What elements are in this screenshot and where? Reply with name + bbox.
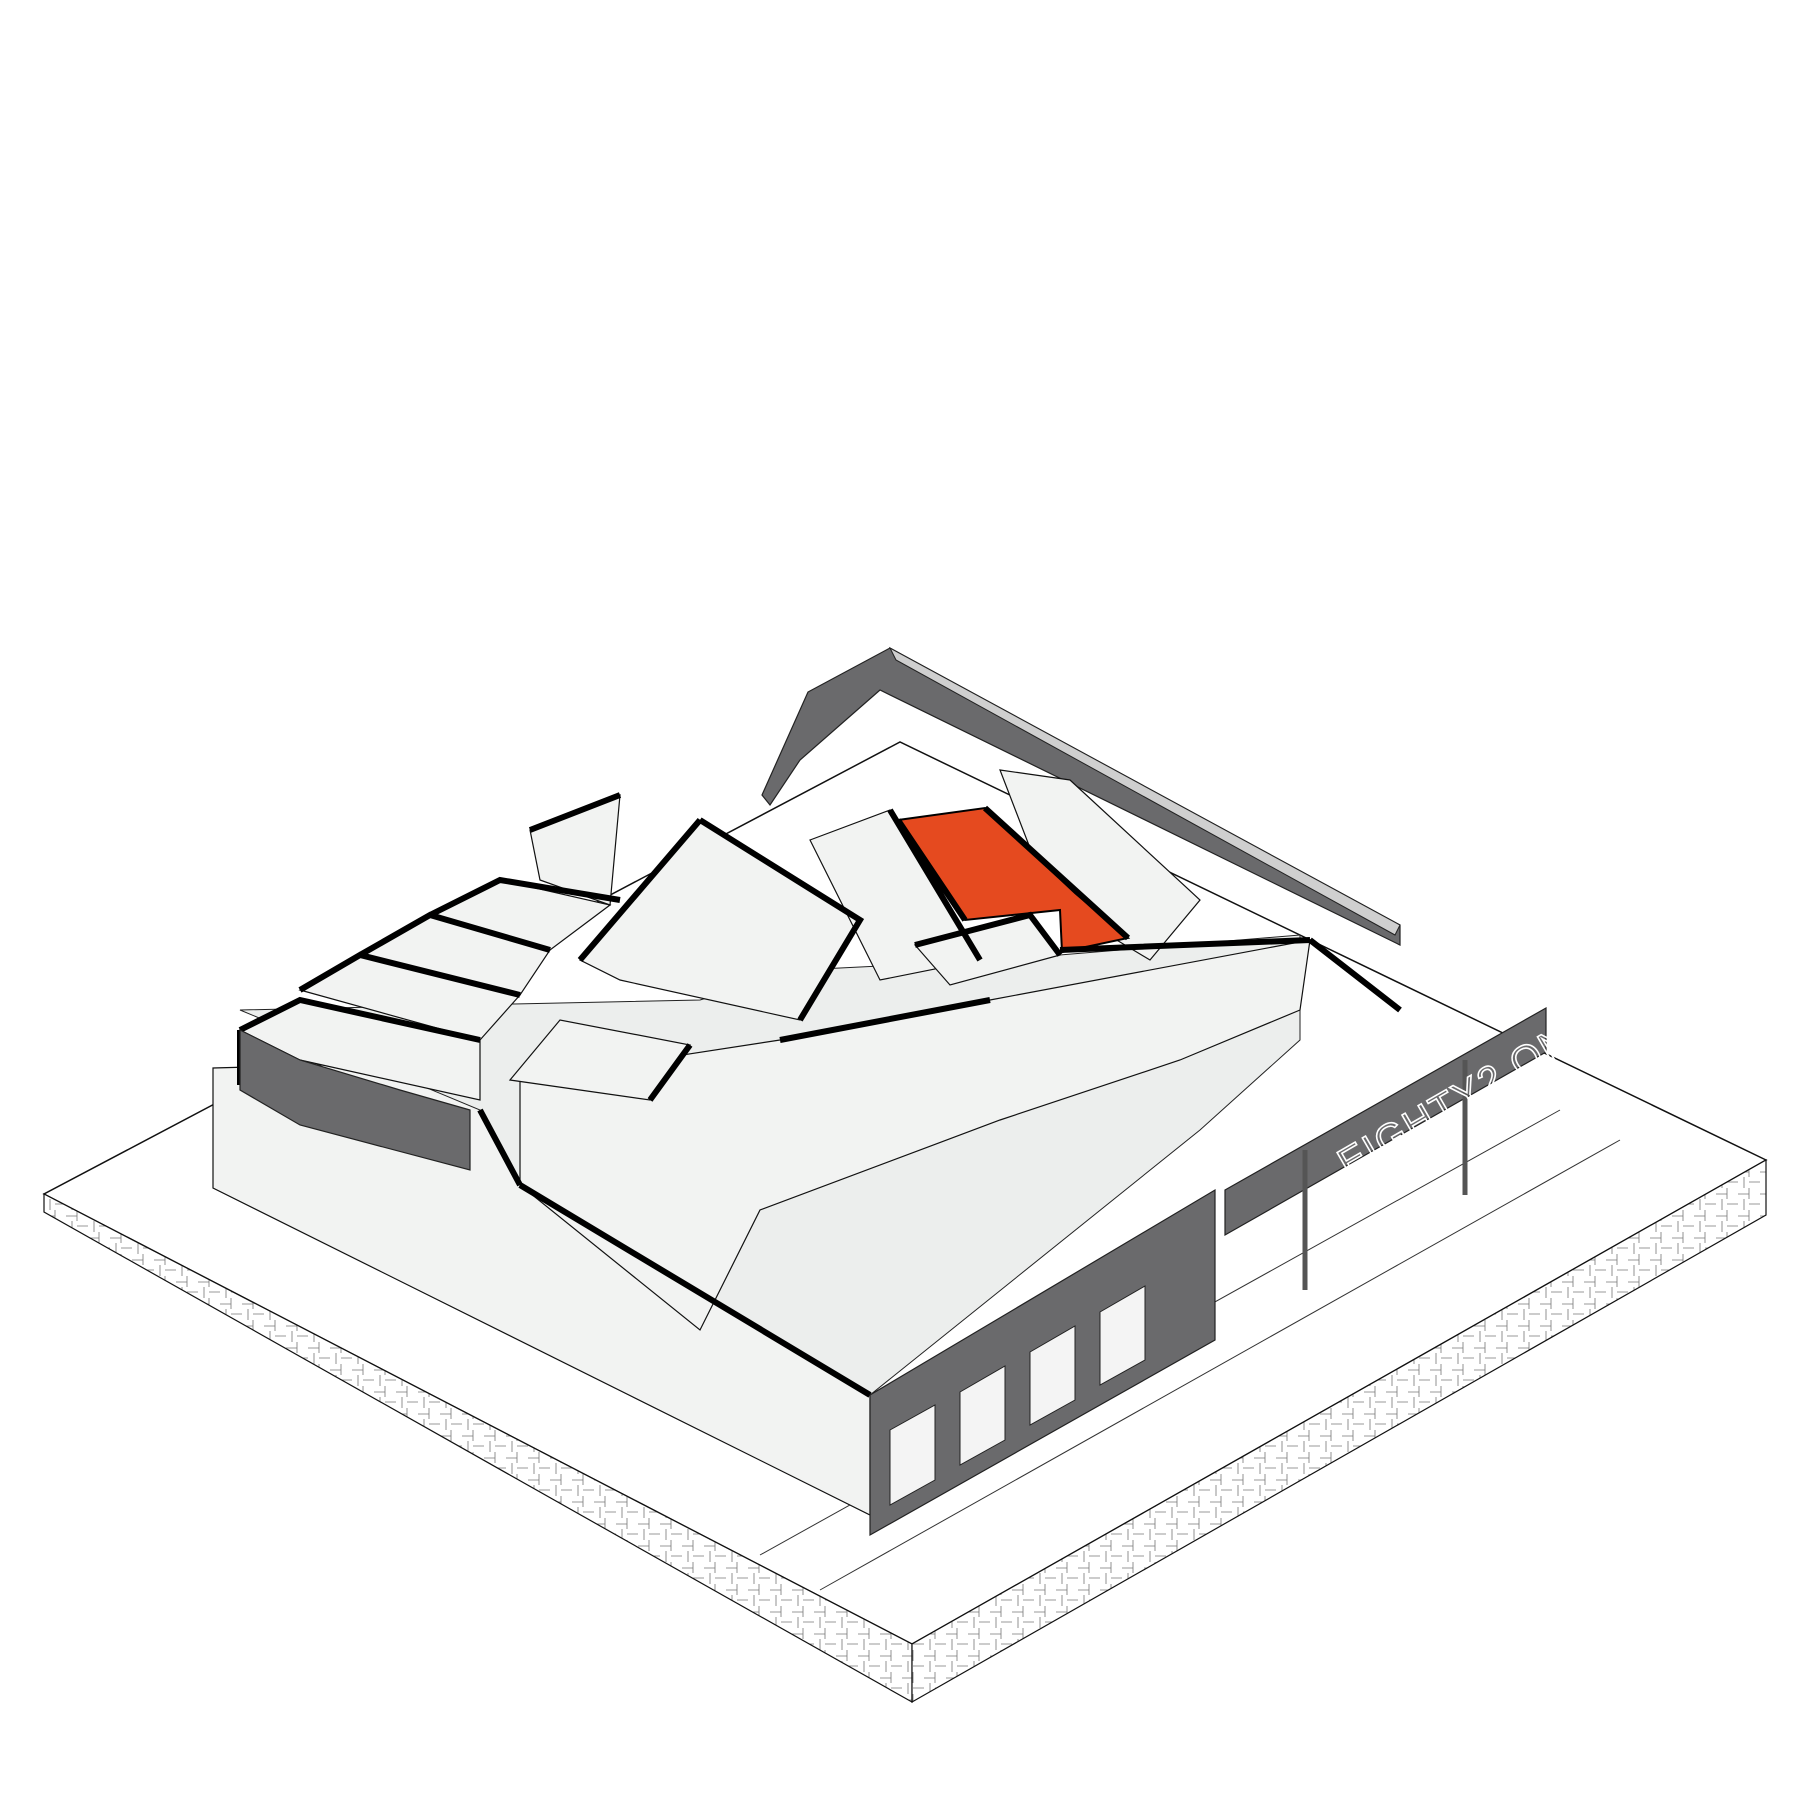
left-dark-wall — [239, 1029, 471, 1171]
rear-parapet-wall — [761, 647, 1401, 946]
rear-parapet-top — [888, 646, 1401, 936]
facade-openings — [889, 1285, 1146, 1506]
cut-walls — [237, 792, 1402, 1398]
building: EIGHTY2 ON M — [212, 646, 1622, 1537]
base-right-face — [911, 1158, 1767, 1704]
